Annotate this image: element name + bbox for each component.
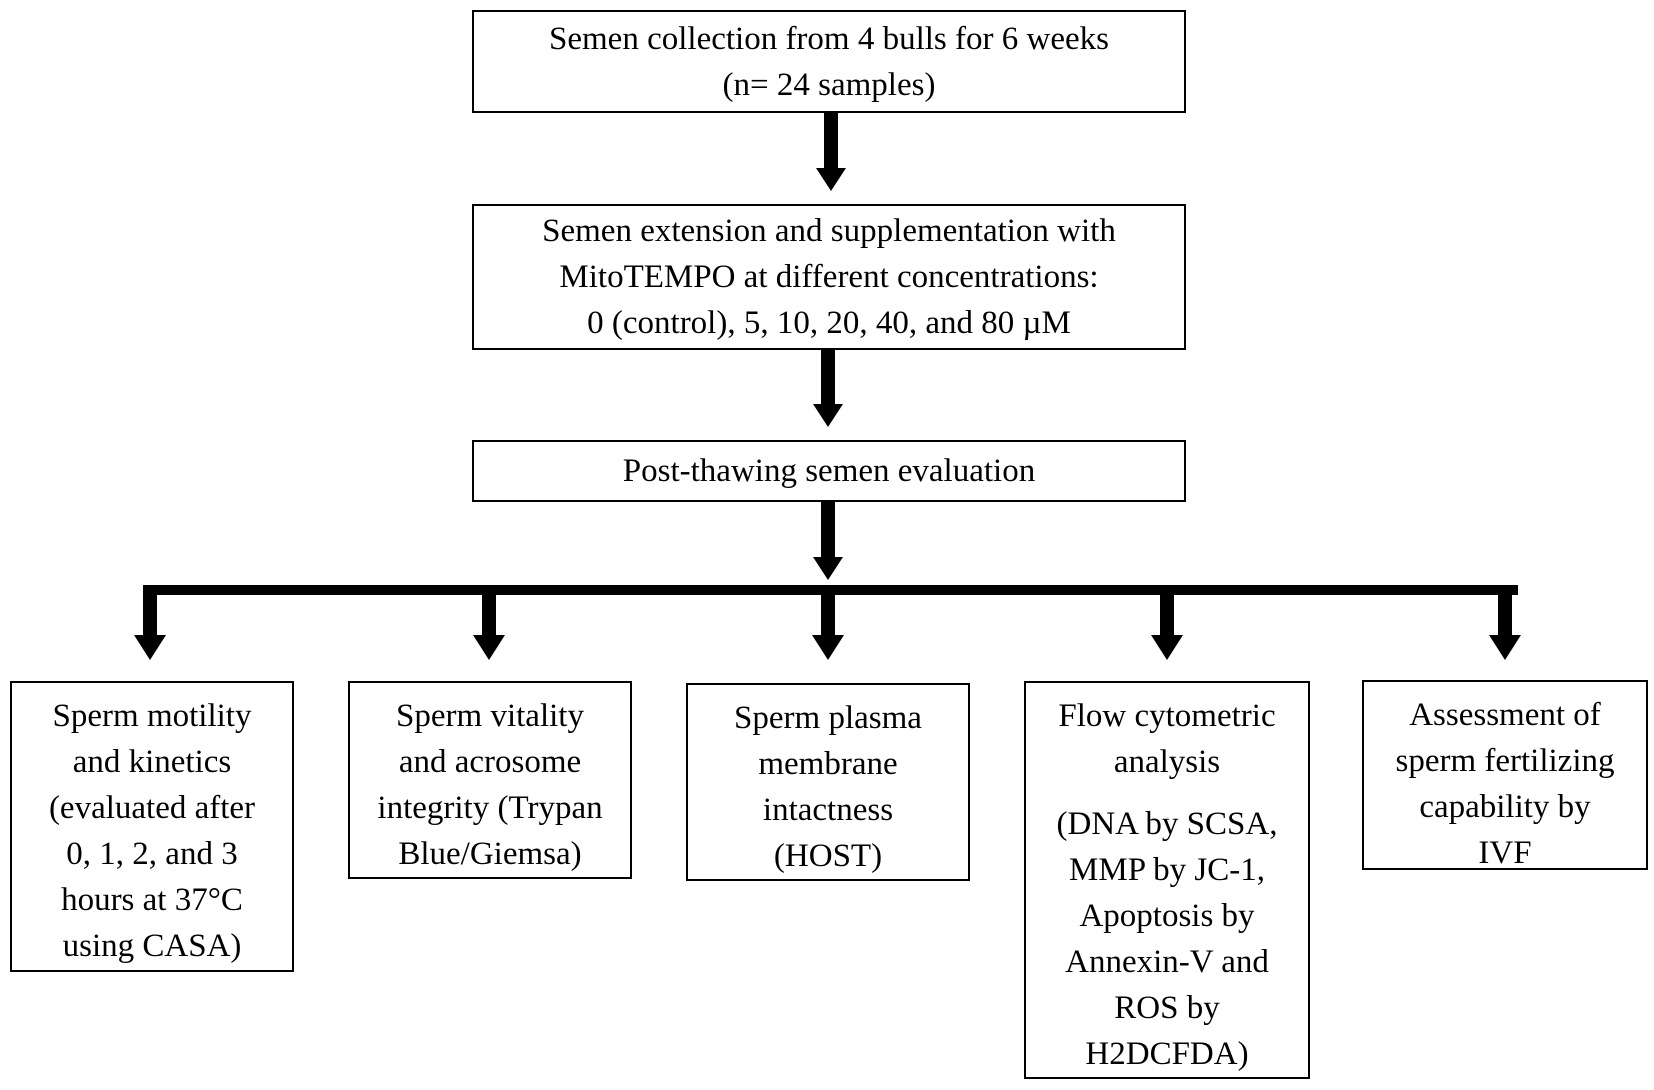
vitality-line-2: and acrosome — [398, 744, 582, 780]
flow-title-line-1: Flow cytometric — [1058, 698, 1276, 734]
flow-detail-line-4: Annexin-V and — [1065, 944, 1269, 980]
collection-box: Semen collection from 4 bulls for 6 week… — [472, 10, 1186, 113]
extension-line-2: MitoTEMPO at different concentrations: — [559, 259, 1099, 295]
vitality-line-3: integrity (Trypan — [377, 790, 603, 826]
flow-detail-line-1: (DNA by SCSA, — [1056, 806, 1278, 842]
motility-line-3: (evaluated after — [48, 790, 256, 826]
arrow-to-membrane — [812, 585, 844, 660]
arrow-to-vitality — [473, 585, 505, 660]
ivf-line-2: sperm fertilizing — [1395, 743, 1615, 779]
membrane-line-3: intactness — [762, 792, 894, 828]
motility-box: Sperm motility and kinetics (evaluated a… — [10, 681, 294, 972]
vitality-box: Sperm vitality and acrosome integrity (T… — [348, 681, 632, 879]
motility-line-6: using CASA) — [62, 928, 242, 964]
flow-detail-line-2: MMP by JC-1, — [1069, 852, 1265, 888]
arrow-to-flow — [1151, 585, 1183, 660]
collection-line-2: (n= 24 samples) — [722, 66, 936, 103]
membrane-line-1: Sperm plasma — [734, 700, 922, 736]
ivf-box: Assessment of sperm fertilizing capabili… — [1362, 680, 1648, 871]
evaluation-line-1: Post-thawing semen evaluation — [622, 453, 1036, 489]
membrane-box: Sperm plasma membrane intactness (HOST) — [686, 683, 970, 881]
vitality-line-1: Sperm vitality — [396, 698, 584, 734]
ivf-line-3: capability by — [1419, 789, 1591, 825]
arrow-extension-to-evaluation — [813, 350, 843, 427]
ivf-line-4: IVF — [1478, 835, 1532, 871]
flow-cytometry-box: Flow cytometric analysis (DNA by SCSA, M… — [1024, 681, 1310, 1079]
membrane-line-2: membrane — [758, 746, 898, 782]
arrow-evaluation-to-branch — [813, 502, 843, 580]
flow-title-line-2: analysis — [1113, 744, 1221, 780]
motility-line-2: and kinetics — [72, 744, 232, 780]
collection-line-1: Semen collection from 4 bulls for 6 week… — [549, 20, 1109, 57]
motility-line-5: hours at 37°C — [61, 882, 243, 918]
evaluation-box: Post-thawing semen evaluation — [472, 440, 1186, 502]
motility-line-4: 0, 1, 2, and 3 — [66, 836, 238, 872]
membrane-line-4: (HOST) — [773, 838, 883, 874]
motility-line-1: Sperm motility — [52, 698, 252, 734]
arrow-to-motility — [134, 585, 166, 660]
arrow-collection-to-extension — [816, 112, 846, 191]
flow-detail-line-5: ROS by — [1114, 990, 1220, 1026]
vitality-line-4: Blue/Giemsa) — [398, 836, 582, 872]
ivf-line-1: Assessment of — [1409, 697, 1601, 733]
flow-detail-line-6: H2DCFDA) — [1085, 1036, 1249, 1072]
extension-line-3: 0 (control), 5, 10, 20, 40, and 80 µM — [587, 305, 1071, 341]
arrow-to-ivf — [1489, 585, 1521, 660]
flow-detail-line-3: Apoptosis by — [1079, 898, 1255, 934]
extension-box: Semen extension and supplementation with… — [472, 204, 1186, 350]
extension-line-1: Semen extension and supplementation with — [542, 213, 1116, 249]
